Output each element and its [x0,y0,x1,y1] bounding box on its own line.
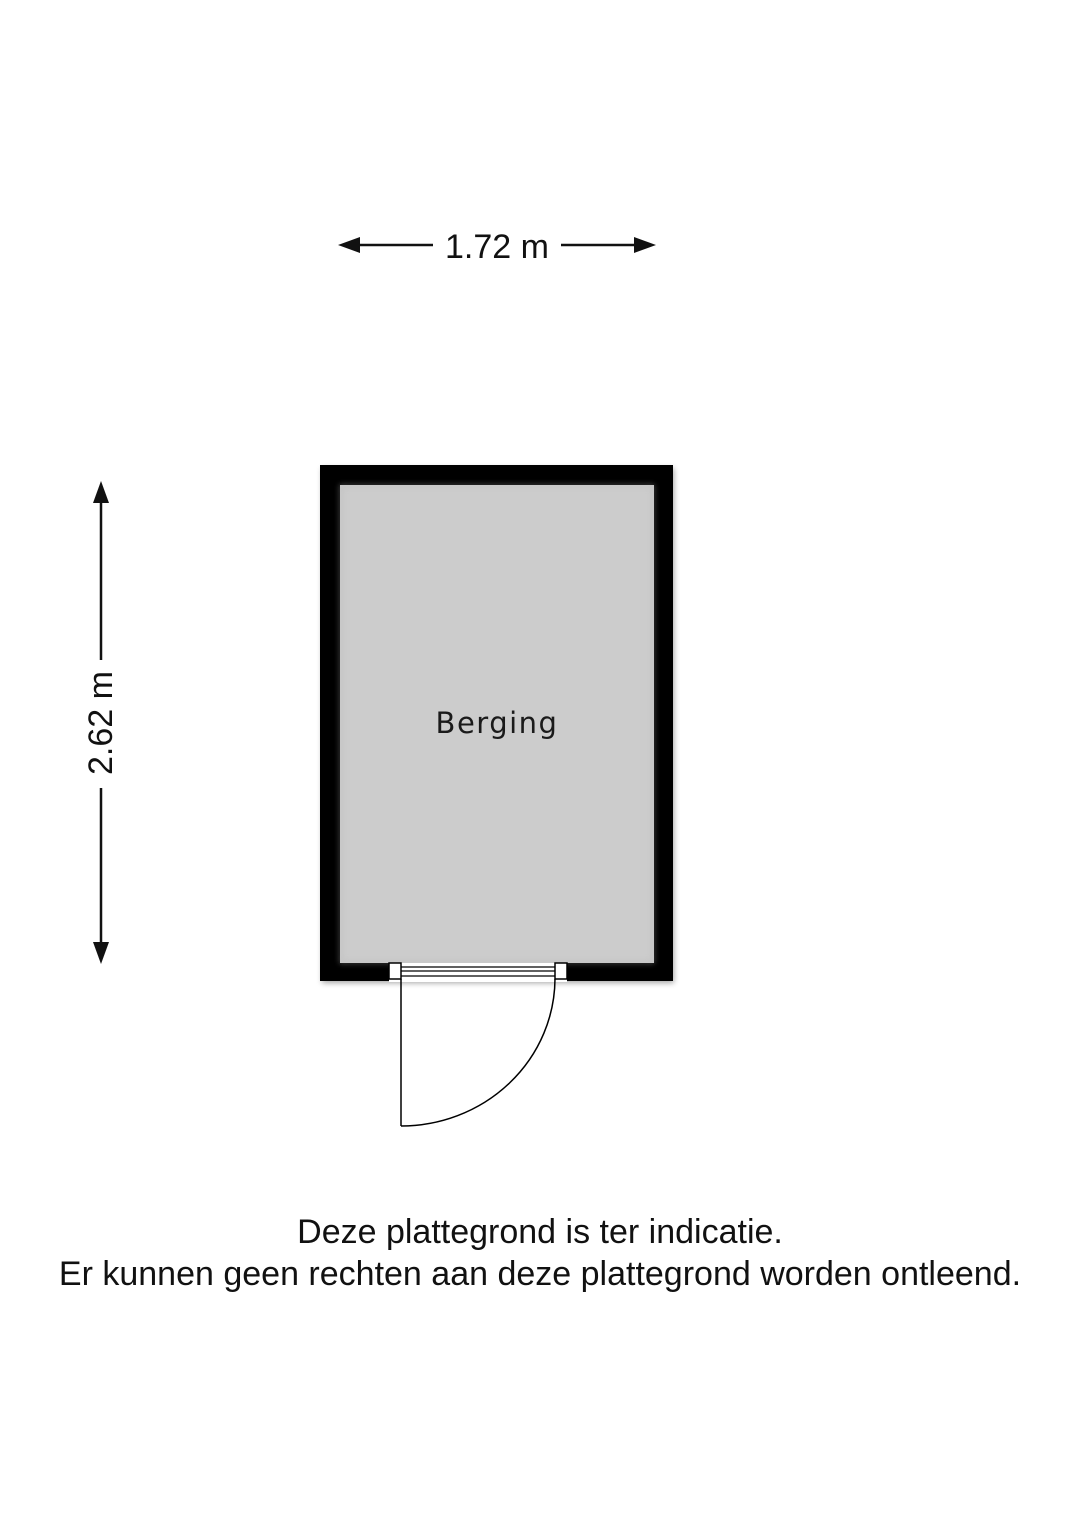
floor-inner-shadow [340,485,654,963]
disclaimer-line-1: Deze plattegrond is ter indicatie. [297,1213,783,1251]
arrow-left-icon [338,237,360,253]
room-floor [340,485,654,963]
width-label: 1.72 m [445,228,549,266]
room-label: Berging [436,706,559,740]
door-frame-left [388,962,402,980]
arrow-up-icon [93,481,109,503]
width-dimension: 1.72 m [338,228,656,266]
height-dimension: 2.62 m [82,481,120,964]
height-label: 2.62 m [82,671,120,775]
arrow-down-icon [93,942,109,964]
door-opening [389,963,567,982]
room-berging: Berging [320,465,674,983]
door-frame-right [554,962,568,980]
door [388,962,568,1127]
disclaimer-line-2: Er kunnen geen rechten aan deze plattegr… [58,1255,1022,1293]
arrow-right-icon [634,237,656,253]
door-swing-arc [400,978,556,1127]
